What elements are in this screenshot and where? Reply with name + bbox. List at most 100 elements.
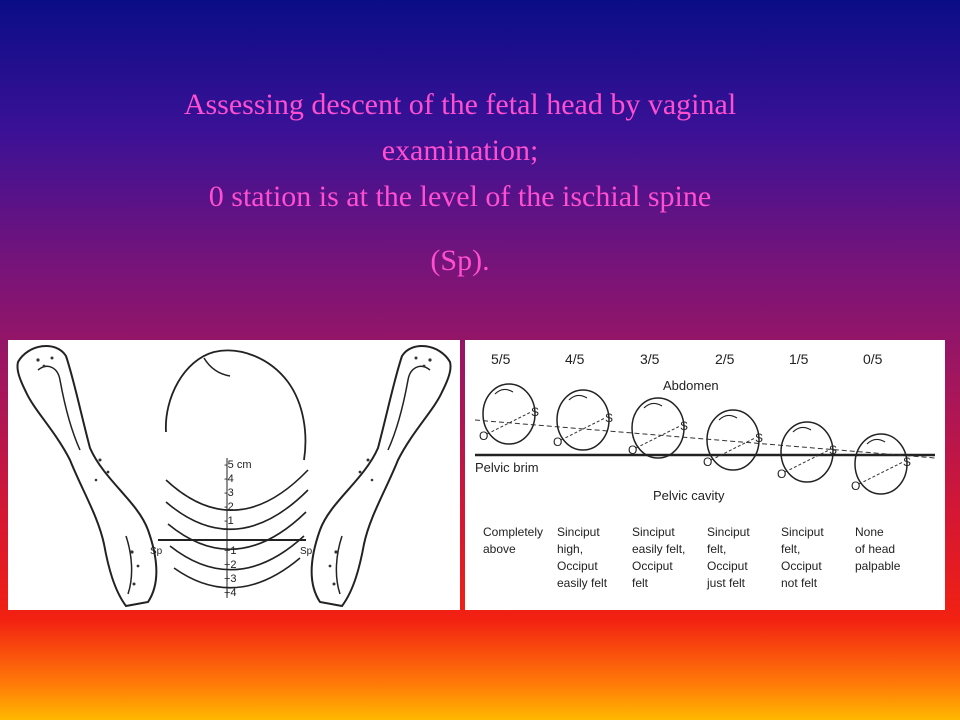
spine-label-left: Sp [150,546,163,557]
fetal-head: OS [777,421,837,483]
head-axis-line [560,417,606,441]
station-labels: -5 cm -4 -3 -2 -1 +1 +2 +3 +4 [224,459,252,599]
description-line: Occiput [707,559,748,573]
description-line: Occiput [632,559,673,573]
fetal-head-ear [568,394,588,401]
description-line: of head [855,542,895,556]
head-axis-line [635,425,681,449]
head-position-arc-1 [165,469,309,511]
description-line: felt [632,576,649,590]
fifths-palpable-diagram: 5/5 4/5 3/5 2/5 1/5 0/5 Abdomen Pelvic brim O… [465,340,945,610]
description-line: just felt [706,576,746,590]
description-line: high, [557,542,583,556]
head-axis-line [858,461,904,485]
occiput-label: O [628,443,637,457]
head-position-arc-3 [167,511,307,551]
station-label: +1 [224,545,237,557]
description-line: None [855,525,884,539]
title-line-3: 0 station is at the level of the ischial… [208,180,712,213]
fetal-head-outline [780,421,834,483]
fraction-label: 0/5 [863,351,883,367]
left-bone-inner [37,365,133,595]
sinciput-label: S [903,455,911,469]
station-label: +3 [224,573,237,585]
fetal-head: OS [553,389,613,451]
abdomen-label: Abdomen [663,378,719,393]
description-line: felt, [707,542,726,556]
fetal-head-outline [482,383,536,445]
sinciput-label: S [755,431,763,445]
fraction-label: 1/5 [789,351,809,367]
pelvic-brim-label: Pelvic brim [475,460,539,475]
pelvis-stations-diagram: Sp Sp -5 cm -4 -3 -2 -1 +1 +2 +3 +4 [8,340,460,610]
station-label: -1 [224,515,234,527]
title-line-1: Assessing descent of the fetal head by v… [183,88,737,121]
fetal-head: OS [703,409,763,471]
head-axis-line [710,437,756,461]
description-line: Sinciput [781,525,824,539]
sinciput-label: S [680,419,688,433]
fetal-head-fold [203,357,231,377]
fetal-head: OS [851,433,911,495]
fetal-head-ear [718,414,738,421]
fetal-head-outline [556,389,610,451]
description-line: palpable [855,559,901,573]
palpation-descriptions: CompletelyaboveSinciputhigh,Occiputeasil… [483,525,901,590]
fraction-label: 2/5 [715,351,735,367]
fetal-head-outline [631,397,685,459]
fetal-head: OS [479,383,539,445]
fetal-head-ear [643,402,663,409]
right-bone-inner [335,365,431,595]
head-position-arc-4 [169,535,305,571]
fetal-head-outline [854,433,908,495]
sinciput-label: S [829,443,837,457]
description-line: Occiput [557,559,598,573]
fetal-head-ear [866,438,886,445]
bone-texture [36,356,432,586]
pelvic-cavity-label: Pelvic cavity [653,488,725,503]
fetal-head-outline [706,409,760,471]
station-label: -3 [224,487,234,499]
station-label: -5 cm [224,459,252,471]
occiput-label: O [777,467,786,481]
fraction-label: 4/5 [565,351,585,367]
fetal-head-ear [792,426,812,433]
sinciput-label: S [605,411,613,425]
slide-title: Assessing descent of the fetal head by v… [0,82,920,284]
descent-guide-line [474,419,936,459]
sinciput-label: S [531,405,539,419]
station-label: +2 [224,559,237,571]
fifths-svg: 5/5 4/5 3/5 2/5 1/5 0/5 Abdomen Pelvic brim O… [474,351,936,590]
description-line: Sinciput [632,525,675,539]
occiput-label: O [553,435,562,449]
station-label: +4 [224,587,237,599]
occiput-label: O [703,455,712,469]
description-line: not felt [781,576,818,590]
head-axis-line [486,411,532,435]
description-line: Sinciput [707,525,750,539]
station-label: -4 [224,473,234,485]
description-line: easily felt, [632,542,685,556]
head-axis-line [784,449,830,473]
description-line: Sinciput [557,525,600,539]
left-pelvic-bone [16,344,158,608]
head-position-arc-2 [165,489,309,530]
description-line: above [483,542,516,556]
fetal-head-ear [494,388,514,395]
fraction-labels: 5/5 4/5 3/5 2/5 1/5 0/5 [491,351,883,367]
description-line: Occiput [781,559,822,573]
title-line-2: examination; [381,134,539,167]
head-position-arc-5 [173,557,301,589]
fraction-label: 5/5 [491,351,511,367]
description-line: felt, [781,542,800,556]
station-label: -2 [224,501,234,513]
title-line-4: (Sp). [430,244,490,277]
fraction-label: 3/5 [640,351,660,367]
description-line: easily felt [557,576,608,590]
pelvis-svg: Sp Sp -5 cm -4 -3 -2 -1 +1 +2 +3 +4 [16,344,452,608]
right-pelvic-bone [310,344,452,608]
fetal-head-outline [165,349,307,461]
occiput-label: O [851,479,860,493]
occiput-label: O [479,429,488,443]
